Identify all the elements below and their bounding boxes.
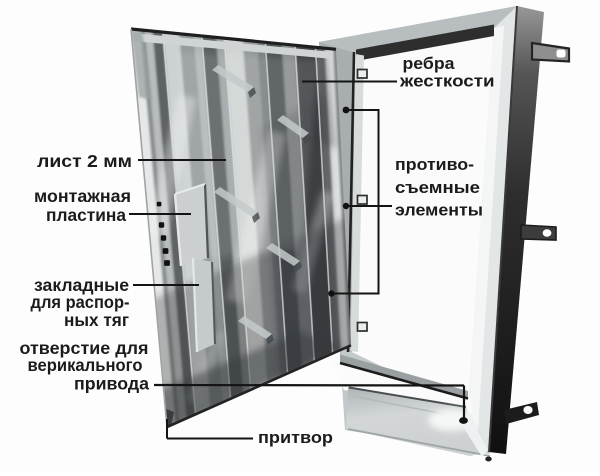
svg-text:противо-: противо-: [395, 156, 474, 174]
svg-text:лист 2 мм: лист 2 мм: [37, 151, 132, 171]
svg-text:ребра: ребра: [403, 55, 456, 73]
svg-text:монтажная: монтажная: [34, 186, 131, 206]
svg-text:для распор-: для распор-: [31, 292, 130, 312]
svg-text:ных тяг: ных тяг: [64, 310, 129, 330]
svg-text:элементы: элементы: [395, 202, 483, 220]
svg-text:верикального: верикального: [28, 355, 143, 375]
svg-text:закладные: закладные: [34, 275, 129, 295]
svg-text:отверстие для: отверстие для: [20, 338, 149, 358]
svg-text:пластина: пластина: [46, 205, 126, 225]
svg-text:съемные: съемные: [395, 179, 480, 197]
svg-text:привода: привода: [74, 374, 149, 394]
svg-text:притвор: притвор: [258, 428, 333, 447]
svg-text:жесткости: жесткости: [399, 73, 495, 91]
